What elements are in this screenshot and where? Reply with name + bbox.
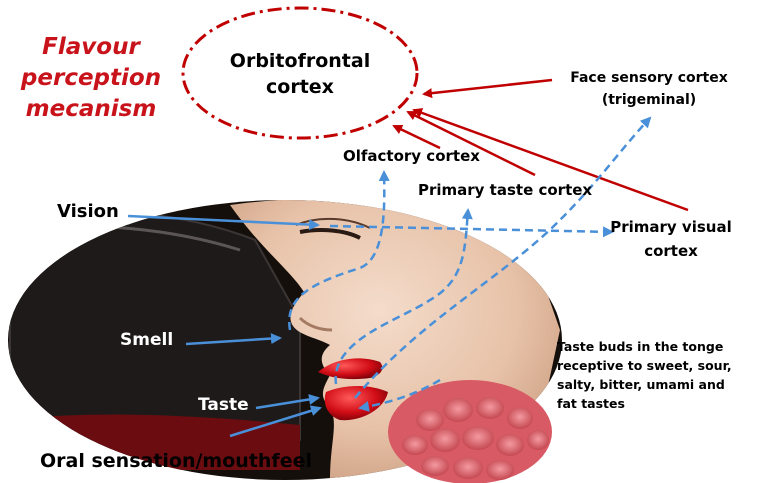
title-line-3: mecanism: [6, 94, 176, 125]
orbitofrontal-line-2: cortex: [210, 74, 390, 100]
arrow-olfactory-to-ofc: [394, 126, 440, 148]
primary-visual-line-2: cortex: [610, 239, 732, 263]
arrow-taste-to-ofc: [408, 112, 535, 175]
taste-buds-line-3: salty, bitter, umami and: [557, 375, 732, 394]
arrow-face-to-ofc: [424, 80, 552, 94]
title-line-1: Flavour: [6, 32, 176, 63]
vision-label: Vision: [57, 201, 119, 222]
primary-visual-label: Primary visual cortex: [610, 215, 732, 263]
face-photo: [8, 198, 562, 483]
taste-buds-line-1: Taste buds in the tonge: [557, 337, 732, 356]
oral-sensation-label: Oral sensation/mouthfeel: [40, 450, 312, 472]
face-sensory-line-1: Face sensory cortex: [554, 67, 744, 89]
taste-buds-label: Taste buds in the tonge receptive to swe…: [557, 337, 732, 413]
face-sensory-label: Face sensory cortex (trigeminal): [554, 67, 744, 111]
primary-taste-label: Primary taste cortex: [418, 181, 592, 199]
olfactory-label: Olfactory cortex: [343, 147, 480, 165]
taste-buds-line-2: receptive to sweet, sour,: [557, 356, 732, 375]
taste-buds-image: [388, 380, 552, 483]
taste-buds-line-4: fat tastes: [557, 394, 732, 413]
orbitofrontal-line-1: Orbitofrontal: [210, 48, 390, 74]
diagram-title: Flavour perception mecanism: [6, 32, 176, 125]
face-sensory-line-2: (trigeminal): [554, 89, 744, 111]
smell-label: Smell: [120, 330, 173, 350]
primary-visual-line-1: Primary visual: [610, 215, 732, 239]
taste-label: Taste: [198, 395, 249, 415]
orbitofrontal-label: Orbitofrontal cortex: [210, 48, 390, 100]
title-line-2: perception: [6, 63, 176, 94]
